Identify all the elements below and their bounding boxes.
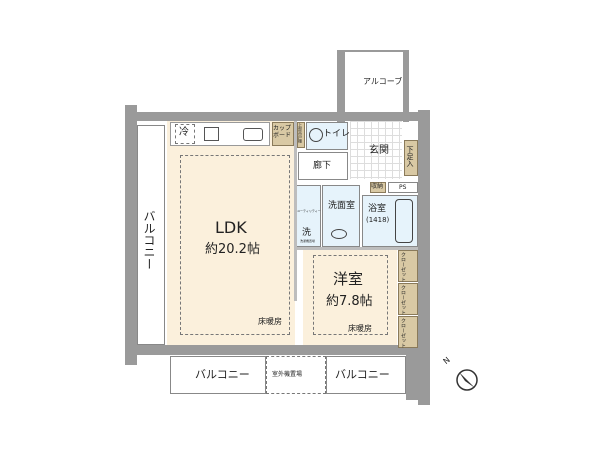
bathroom-size: (1418) [366,216,390,224]
closet-label: クローゼット [400,252,406,282]
left-wall [125,105,137,365]
storage-label: 収納 [371,183,384,190]
outdoor-unit-area [266,356,326,394]
closet [398,250,418,282]
right-wall [418,110,430,405]
ldk-room [167,121,295,345]
western-floor-heating: 床暖房 [348,324,372,333]
toilet-bowl-icon [309,128,323,142]
left-balcony-label: バルコニー [142,210,156,270]
bottom-balcony-left [170,356,266,394]
hallway-label: 廊下 [313,161,332,171]
bottom-balcony-left-label: バルコニー [195,368,250,381]
entrance [350,121,402,179]
bathroom [362,195,418,247]
closet [398,283,418,315]
closet-label: クローゼット [400,318,406,348]
top-wall [125,112,425,121]
compass-icon [456,369,478,391]
ldk-floor-heating: 床暖房 [258,317,282,326]
upper-cabinet [297,122,305,148]
toilet-label: トイレ [323,129,351,139]
pipe-space [388,182,418,193]
bathroom-label: 浴室 [368,204,387,214]
western-room-label: 洋室 [333,270,364,288]
bottom-balcony-right [326,356,406,394]
bottom-balcony-right-label: バルコニー [335,368,390,381]
cupboard [272,122,294,146]
utility-label: ユーティリティー [297,209,321,213]
bottom-wall [125,345,425,355]
outdoor-unit-label: 室外機置場 [272,371,303,378]
washer-pan-label: 洗濯機置場 [300,239,316,243]
hallway [298,152,348,180]
kitchen-counter [170,122,270,146]
closet [398,316,418,348]
washbasin-icon [331,229,347,239]
bathtub-icon [395,199,413,243]
interior-wall [294,121,297,301]
ldk-size: 約20.2帖 [205,242,260,257]
entrance-label: 玄関 [369,145,389,156]
alcove-label: アルコーブ [363,77,403,86]
washroom-label: 洗面室 [328,201,356,211]
shoe-storage-label: 下足入 [406,146,414,167]
pipe-space-label: PS [399,184,407,191]
closet-label: クローゼット [400,285,406,315]
upper-cabinet-label: 上部吊戸棚 [298,123,303,143]
interior-wall [294,247,418,250]
left-balcony [137,125,165,345]
ldk-heating-area [180,155,290,335]
balcony-wall [406,350,430,400]
fridge [175,124,195,144]
western-room-size: 約7.8帖 [326,294,373,309]
alcove [345,52,403,122]
shoe-storage [404,140,418,176]
western-heating-area [313,255,388,335]
cupboard-label: カップボード [273,125,292,140]
storage [370,182,386,193]
ldk-label: LDK [215,218,247,237]
fridge-label: 冷 [179,127,189,138]
washer-label: 洗 [302,228,312,238]
sink-icon [204,127,219,141]
western-room [303,250,397,345]
stove-icon [243,128,263,141]
